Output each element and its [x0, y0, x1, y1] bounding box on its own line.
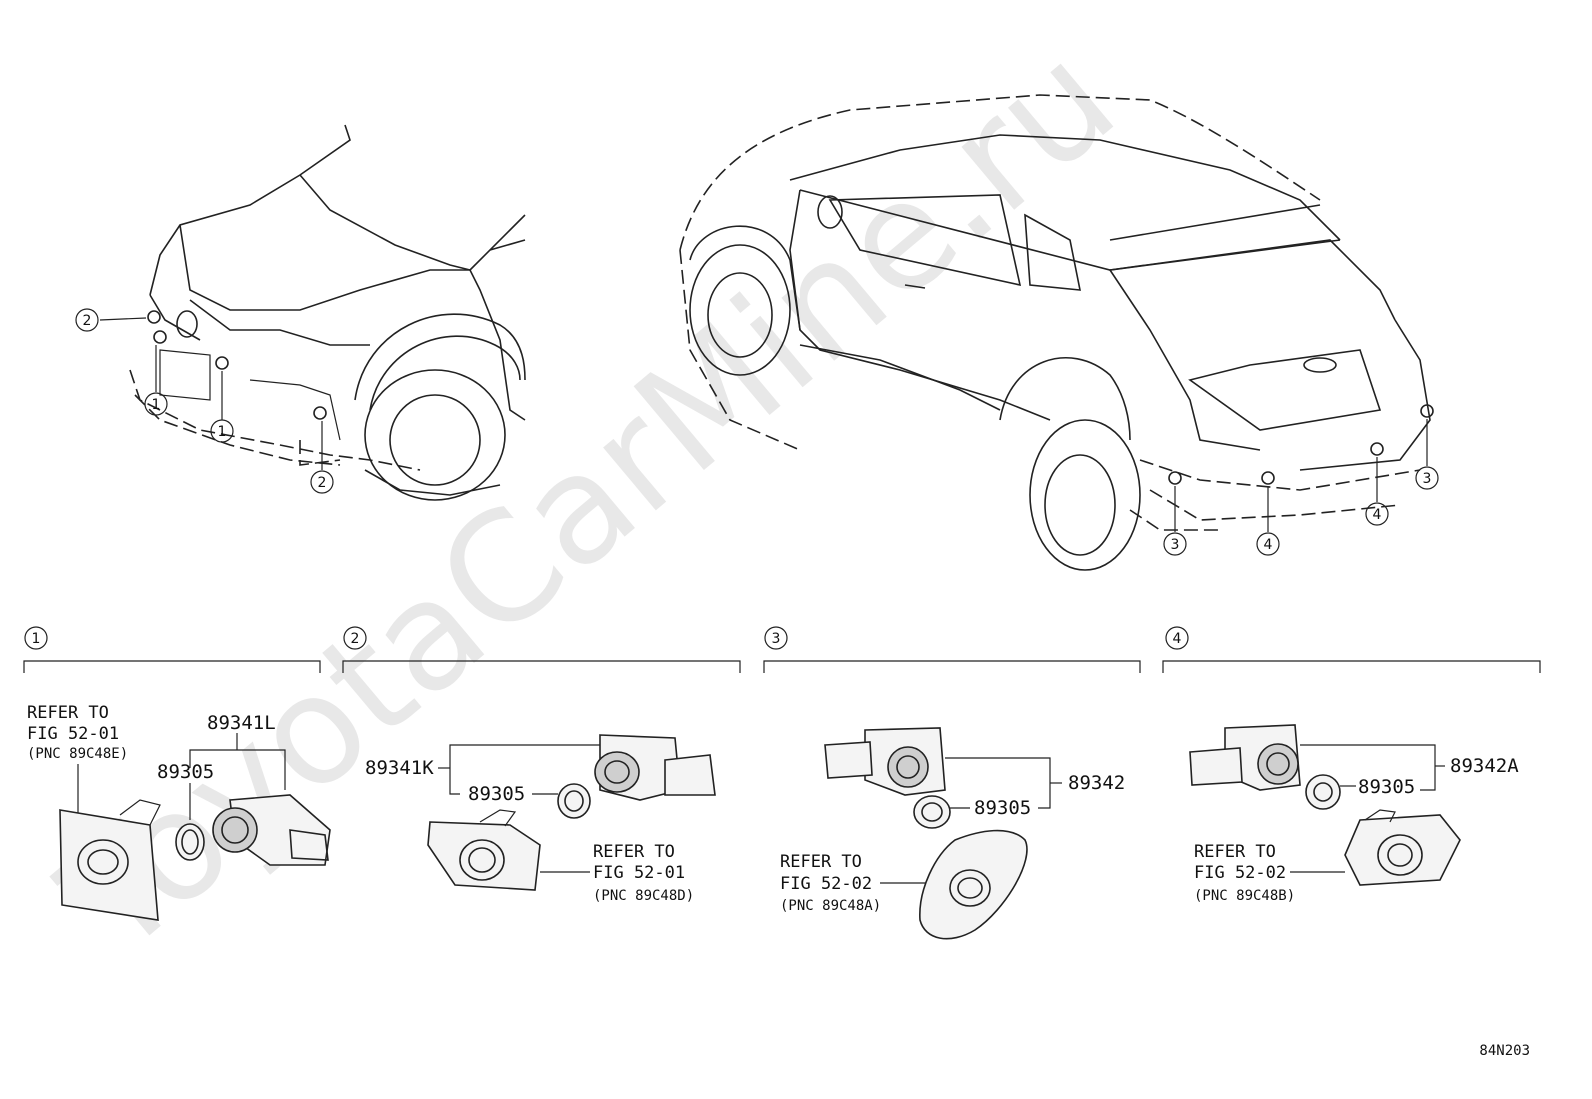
refer-pnc: (PNC 89C48A): [780, 898, 881, 914]
ring-part-number: 89305: [974, 797, 1031, 819]
assembly-part-number: 89341K: [365, 757, 434, 779]
assembly-part-number: 89342A: [1450, 755, 1519, 777]
front-callouts: 2 1 1 2: [75, 308, 334, 494]
callout-circle: [1415, 466, 1439, 490]
front-callout-1a: 1: [152, 397, 161, 413]
ring-image: [175, 823, 205, 861]
front-callout-2a: 2: [83, 313, 92, 329]
rear-callout-3a: 3: [1171, 537, 1180, 553]
rear-callout-3b: 3: [1423, 471, 1432, 487]
callout-circle: [210, 419, 234, 443]
section-number: 1: [32, 631, 41, 647]
bezel-image: [919, 829, 1028, 940]
ring-part-number: 89305: [157, 761, 214, 783]
front-callout-2b: 2: [318, 475, 327, 491]
ring-image: [1305, 774, 1341, 810]
ring-part-number: 89305: [1358, 776, 1415, 798]
refer-line1: REFER TO: [1194, 842, 1276, 862]
bezel-image: [427, 821, 541, 891]
refer-line1: REFER TO: [780, 852, 862, 872]
callout-circle: [310, 470, 334, 494]
bezel-image: [59, 809, 159, 921]
figure-code: 84N203: [1479, 1043, 1530, 1059]
refer-line1: REFER TO: [27, 703, 109, 723]
refer-line2: FIG 52-01: [593, 863, 685, 883]
rear-callout-4a: 4: [1264, 537, 1273, 553]
ring-part-number: 89305: [468, 783, 525, 805]
callout-circle: [1256, 532, 1280, 556]
refer-pnc: (PNC 89C48D): [593, 888, 694, 904]
front-callout-1b: 1: [218, 424, 227, 440]
section-4: 4 89342A 89305 REFER TO FIG 52-02 (PNC 8…: [1162, 626, 1541, 904]
rear-callouts: 3 4 4 3: [1163, 466, 1439, 556]
rear-car-view: [679, 94, 1434, 571]
callout-circle: [1163, 532, 1187, 556]
section-number: 4: [1173, 631, 1182, 647]
front-car-view: [99, 124, 526, 501]
refer-line1: REFER TO: [593, 842, 675, 862]
section-3: 3 89342 89305 REFER TO FIG 52-02 (PNC 89…: [763, 626, 1141, 940]
bezel-image: [1344, 814, 1461, 886]
refer-line2: FIG 52-02: [780, 874, 872, 894]
refer-pnc: (PNC 89C48E): [27, 746, 128, 762]
section-number: 2: [351, 631, 360, 647]
assembly-part-number: 89342: [1068, 772, 1125, 794]
section-number: 3: [772, 631, 781, 647]
ring-image: [557, 783, 591, 819]
refer-line2: FIG 52-01: [27, 724, 119, 744]
section-2: 2 89341K 89305 REFER TO FIG 52-01 (PNC 8…: [342, 626, 741, 904]
rear-callout-4b: 4: [1373, 507, 1382, 523]
refer-pnc: (PNC 89C48B): [1194, 888, 1295, 904]
refer-line2: FIG 52-02: [1194, 863, 1286, 883]
callout-circle: [1365, 502, 1389, 526]
callout-circle: [75, 308, 99, 332]
assembly-part-number: 89341L: [207, 712, 276, 734]
callout-circle: [144, 392, 168, 416]
section-1: 1 REFER TO FIG 52-01 (PNC 89C48E) 89341L…: [23, 626, 331, 921]
ring-image: [913, 795, 951, 829]
